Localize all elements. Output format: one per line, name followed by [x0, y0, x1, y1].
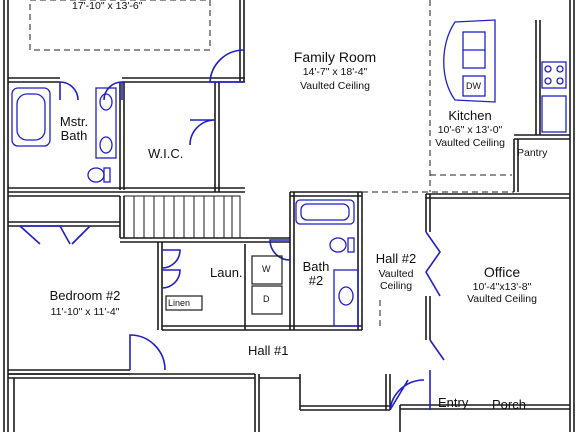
kitchen-dims: 10'-6" x 13'-0"	[437, 124, 503, 136]
door-swings	[19, 49, 445, 411]
dashed-lines	[29, 0, 514, 330]
bedroom2-name: Bedroom #2	[49, 288, 121, 303]
wic-label: W.I.C.	[148, 146, 184, 161]
dishwasher-label: DW	[466, 81, 481, 91]
linen-label: Linen	[168, 298, 191, 308]
washer-label: W	[262, 264, 271, 274]
hall1-label: Hall #1	[248, 343, 289, 358]
family-room-name: Family Room	[293, 49, 377, 65]
bath2-line1: Bath	[302, 259, 330, 274]
office-dims: 10'-4"x13'-8"	[472, 281, 532, 293]
kitchen-name: Kitchen	[448, 108, 492, 123]
stairs	[123, 195, 241, 239]
hall2-name: Hall #2	[375, 251, 417, 266]
laundry-fixtures	[165, 255, 283, 315]
master-bedroom-dims: 17'-10" x 13'-6"	[72, 0, 143, 12]
hall2-ceiling: Ceiling	[379, 280, 413, 292]
office-name: Office	[483, 264, 521, 280]
walls	[3, 0, 575, 432]
kitchen-fixtures	[443, 19, 567, 133]
porch-label: Porch	[492, 397, 526, 412]
entry-label: Entry	[438, 395, 469, 410]
kitchen-ceiling: Vaulted Ceiling	[435, 137, 505, 149]
mstr-bath-line2: Bath	[60, 128, 88, 143]
hall2-vaulted: Vaulted	[378, 268, 414, 280]
fixtures	[11, 87, 359, 327]
bath2-line2: #2	[308, 273, 324, 288]
mstr-bath-line1: Mstr.	[59, 114, 89, 129]
office-ceiling: Vaulted Ceiling	[467, 293, 537, 305]
bedroom2-dims: 11'-10" x 11'-4"	[50, 306, 120, 318]
family-room-ceiling: Vaulted Ceiling	[300, 80, 370, 92]
dryer-label: D	[263, 294, 270, 304]
laundry-label: Laun.	[210, 265, 243, 280]
family-room-dims: 14'-7" x 18'-4"	[302, 66, 368, 78]
pantry-label: Pantry	[517, 147, 548, 159]
